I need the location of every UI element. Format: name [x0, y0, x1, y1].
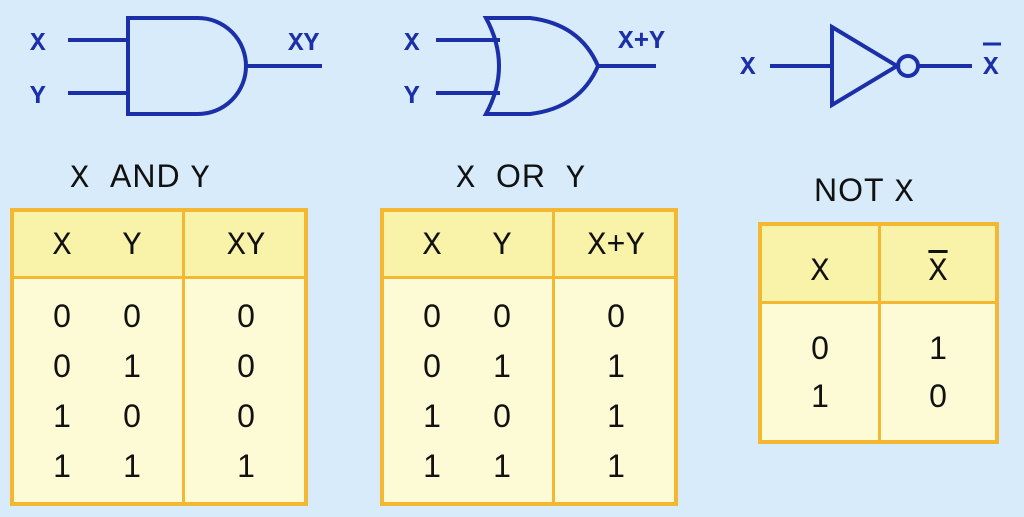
table-cell: 0	[53, 298, 71, 334]
table-cell: 0	[123, 298, 141, 334]
and-caption-y: Y	[190, 160, 211, 197]
or-truth-table: X Y X+Y 0 0 0 0 1 1 1 0 1 1 1 1	[380, 208, 678, 506]
table-cell: 1	[929, 330, 947, 366]
table-cell: 1	[123, 348, 141, 384]
or-caption-x: X	[456, 160, 477, 197]
table-cell: 0	[53, 348, 71, 384]
table-cell: 1	[123, 448, 141, 484]
table-cell: 1	[237, 448, 255, 484]
and-gate	[68, 16, 322, 116]
not-caption-x: X	[894, 174, 915, 211]
table-cell: 1	[53, 448, 71, 484]
or-caption: X OR Y	[456, 158, 586, 197]
table-header-cell: XY	[226, 227, 266, 264]
table-header-cell: X	[52, 227, 72, 264]
or-caption-op: OR	[495, 158, 546, 194]
and-caption-x: X	[70, 160, 91, 197]
and-caption-op: AND	[109, 158, 181, 194]
table-cell: 1	[423, 448, 441, 484]
logic-gates-diagram: X Y XY X Y X+Y X X	[30, 16, 1001, 116]
and-gate-body	[126, 16, 248, 116]
or-input-x-label: X	[404, 28, 420, 58]
not-gate-body	[830, 23, 901, 109]
and-truth-table: X Y XY 0 0 0 0 1 0 1 0 0 1 1 1	[10, 208, 308, 506]
or-input-y-label: Y	[404, 81, 420, 111]
table-cell: 0	[811, 330, 829, 366]
and-caption: X AND Y	[70, 158, 211, 197]
table-cell: 0	[607, 298, 625, 334]
table-cell: 0	[237, 348, 255, 384]
or-gate	[436, 16, 656, 116]
table-cell: 0	[423, 298, 441, 334]
table-cell: 0	[929, 378, 947, 414]
table-cell: 1	[607, 448, 625, 484]
table-header-row	[384, 212, 674, 279]
table-header-cell: Y	[122, 227, 142, 264]
table-header-cell: X	[422, 227, 442, 264]
table-header-row	[14, 212, 304, 279]
table-cell: 0	[237, 398, 255, 434]
table-header-cell: Y	[492, 227, 512, 264]
and-output-label: XY	[288, 28, 320, 58]
table-cell: 1	[53, 398, 71, 434]
table-header-cell: X+Y	[587, 227, 645, 264]
not-caption: NOT X	[814, 172, 915, 211]
table-cell: 1	[607, 348, 625, 384]
not-inversion-bubble	[896, 54, 920, 78]
not-gate	[770, 23, 972, 109]
table-cell: 1	[607, 398, 625, 434]
table-cell: 0	[237, 298, 255, 334]
not-caption-op: NOT	[814, 172, 885, 208]
and-input-x-label: X	[30, 28, 46, 58]
not-truth-table: X X 0 1 1 0	[758, 222, 999, 444]
table-divider	[878, 226, 881, 440]
table-cell: 0	[493, 298, 511, 334]
table-cell: 0	[123, 398, 141, 434]
not-output-label: X	[983, 52, 999, 82]
table-cell: 1	[493, 348, 511, 384]
table-cell: 1	[423, 398, 441, 434]
table-header-cell: X	[928, 253, 948, 290]
table-divider	[182, 212, 185, 502]
table-cell: 1	[493, 448, 511, 484]
and-input-y-label: Y	[30, 81, 46, 111]
table-cell: 0	[423, 348, 441, 384]
table-divider	[552, 212, 555, 502]
or-output-label: X+Y	[618, 26, 665, 56]
table-header-cell: X	[810, 253, 830, 290]
or-gate-body	[482, 16, 601, 116]
table-cell: 1	[811, 378, 829, 414]
table-cell: 0	[493, 398, 511, 434]
not-input-label: X	[740, 52, 756, 82]
or-caption-y: Y	[565, 160, 586, 197]
